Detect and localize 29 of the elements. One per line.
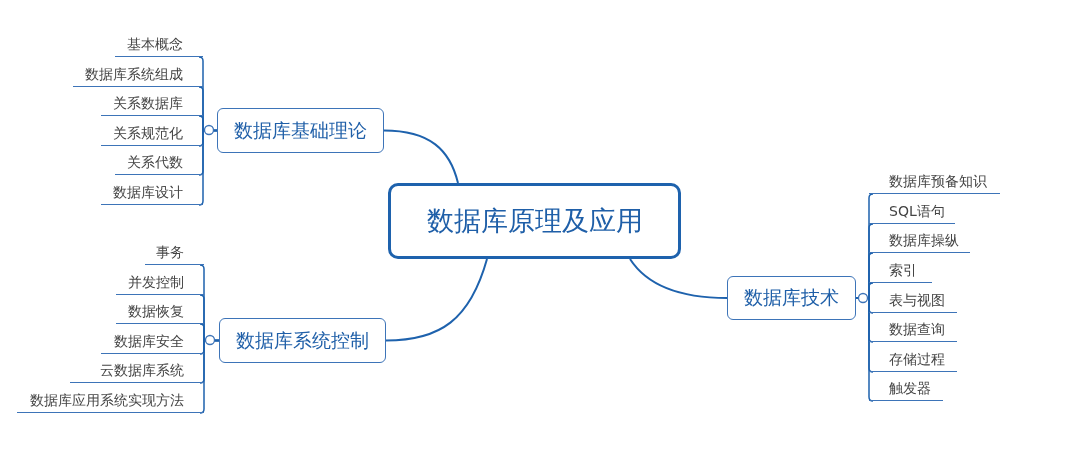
subtopic-label: 云数据库系统 bbox=[70, 359, 204, 383]
topic-box: 数据库基础理论 bbox=[217, 108, 384, 153]
subtopic-label: 数据库操纵 bbox=[869, 229, 970, 253]
subtopic-label: 数据库安全 bbox=[101, 330, 204, 354]
subtopic-label: 索引 bbox=[869, 259, 932, 283]
subtopic-label: 关系代数 bbox=[115, 151, 203, 175]
subtopic-label: 数据恢复 bbox=[116, 300, 204, 324]
bracket-line bbox=[199, 339, 220, 414]
topic-box: 数据库技术 bbox=[727, 276, 856, 320]
subtopic-label: SQL语句 bbox=[869, 200, 955, 224]
subtopic-label: 数据查询 bbox=[869, 318, 957, 342]
bracket-line bbox=[198, 129, 218, 206]
subtopic-label: 数据库设计 bbox=[101, 181, 203, 205]
subtopic-label: 数据库应用系统实现方法 bbox=[17, 389, 204, 413]
curved-connector bbox=[385, 258, 488, 342]
subtopic-label: 数据库系统组成 bbox=[73, 63, 203, 87]
curved-connector bbox=[383, 129, 459, 184]
subtopic-label: 并发控制 bbox=[116, 271, 204, 295]
subtopic-label: 关系规范化 bbox=[101, 122, 203, 146]
subtopic-label: 存储过程 bbox=[869, 348, 957, 372]
topic-box: 数据库系统控制 bbox=[219, 318, 386, 363]
subtopic-label: 触发器 bbox=[869, 377, 943, 401]
subtopic-label: 关系数据库 bbox=[101, 92, 203, 116]
subtopic-label: 事务 bbox=[145, 241, 204, 265]
subtopic-label: 数据库预备知识 bbox=[869, 170, 1000, 194]
subtopic-label: 基本概念 bbox=[115, 33, 203, 57]
curved-connector bbox=[629, 258, 728, 299]
central-topic-box: 数据库原理及应用 bbox=[388, 183, 681, 259]
subtopic-label: 表与视图 bbox=[869, 289, 957, 313]
